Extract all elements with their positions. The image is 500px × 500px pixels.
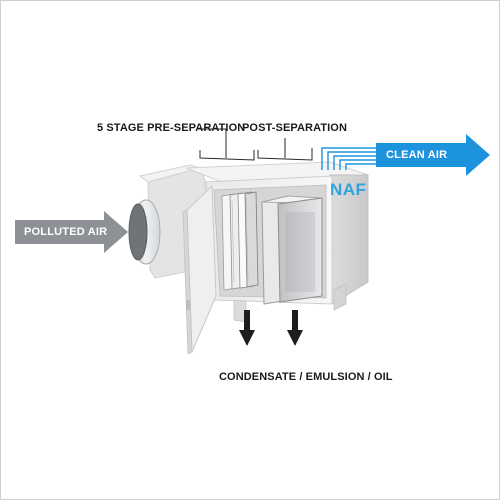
condensate-arrow-right [287, 310, 303, 346]
pre-separation-filters [221, 191, 259, 291]
clean-air-streamlines [321, 147, 376, 170]
clean-air-label: CLEAN AIR [386, 149, 448, 161]
post-separation-bracket [257, 138, 313, 161]
open-door [182, 184, 217, 355]
pre-separation-label: 5 STAGE PRE-SEPARATION [97, 122, 246, 134]
post-separation-filter [261, 195, 323, 305]
polluted-air-label: POLLUTED AIR [24, 226, 108, 238]
naf-logo: NAF [330, 180, 367, 199]
inlet-duct [128, 199, 161, 265]
post-separation-label: POST-SEPARATION [242, 122, 347, 134]
condensate-arrow-left [239, 310, 255, 346]
pre-separation-bracket [198, 128, 255, 161]
polluted-air-arrow [15, 211, 128, 253]
condensate-label: CONDENSATE / EMULSION / OIL [219, 371, 393, 383]
clean-air-arrow [376, 134, 490, 176]
